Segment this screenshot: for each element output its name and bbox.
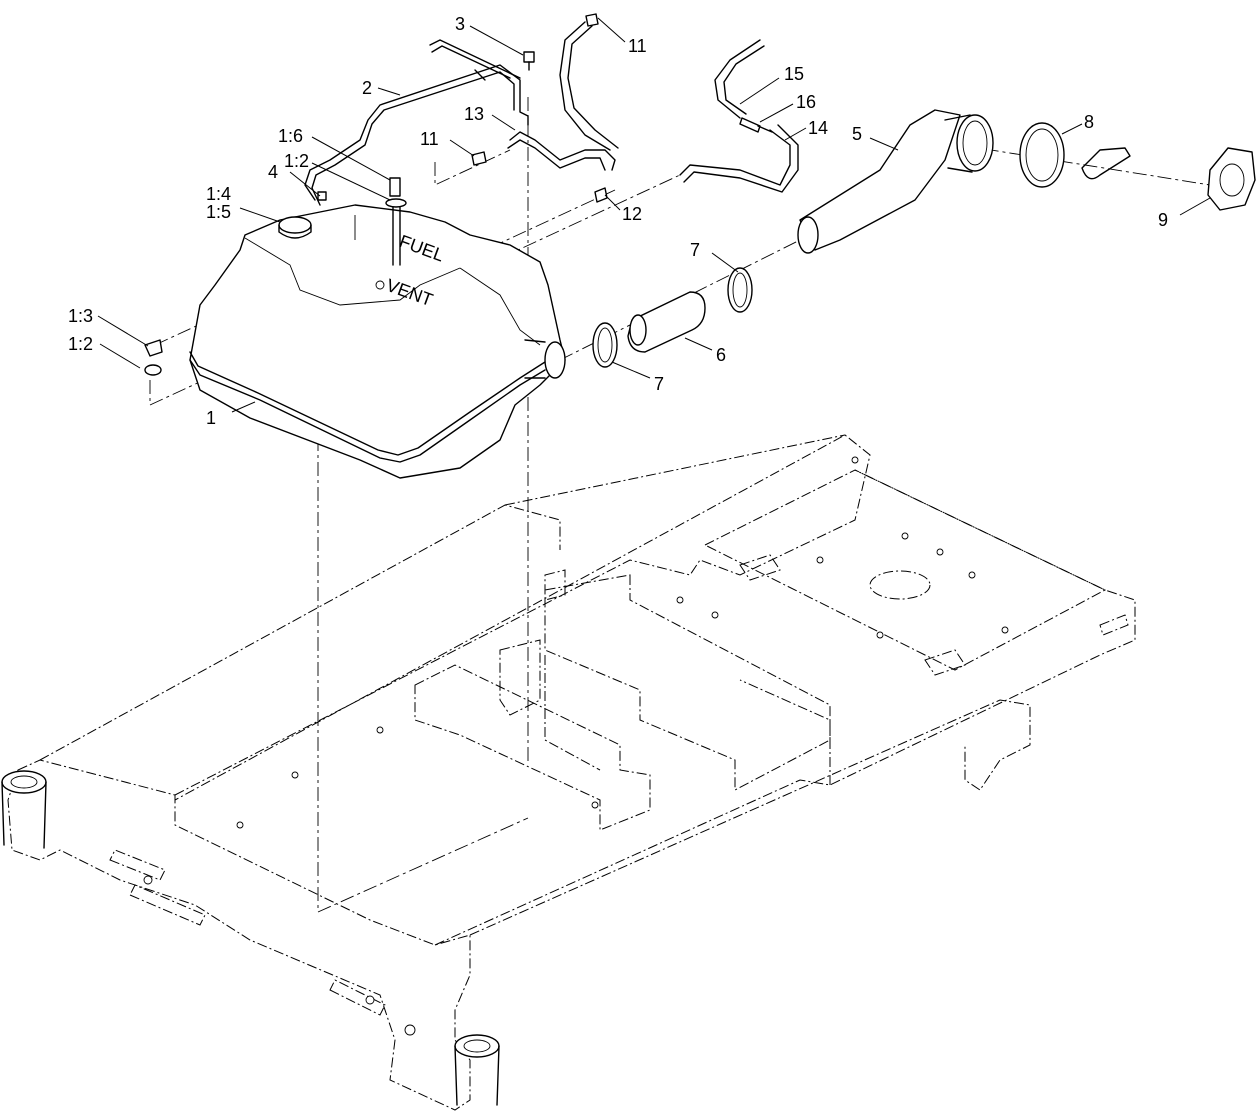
callout-1-6: 1:6 <box>278 126 303 146</box>
hose-clamp-12 <box>594 187 608 203</box>
tube-bracket <box>304 39 529 206</box>
filler-neck-assembly <box>592 109 1256 368</box>
vent-grommet <box>144 364 162 376</box>
callout-4: 4 <box>268 162 278 182</box>
callout-3: 3 <box>455 14 465 34</box>
hose-15 <box>714 39 765 119</box>
callout-1-2-left: 1:2 <box>68 334 93 354</box>
callout-1-4: 1:4 <box>206 184 231 204</box>
cap-tether <box>1081 147 1131 180</box>
filler-gasket-8 <box>1019 122 1065 188</box>
pickup-grommet <box>385 198 407 208</box>
connector-hose-6 <box>627 291 706 353</box>
front-platform <box>703 469 1107 671</box>
callout-1-5-visible: 1:5 <box>206 202 231 222</box>
fittings <box>144 13 608 376</box>
tank-sender-cap <box>278 216 312 234</box>
right-side-rail <box>434 469 1136 946</box>
leader-lines <box>97 17 1211 413</box>
fuel-cap-9 <box>1207 147 1256 211</box>
hose-clamp-7-upper <box>727 267 753 313</box>
callout-1-2-pickup: 1:2 <box>284 151 309 171</box>
hoses <box>507 21 799 193</box>
callout-12: 12 <box>622 204 642 224</box>
callout-13: 13 <box>464 104 484 124</box>
hose-clamp-7-lower <box>592 322 618 368</box>
callout-2: 2 <box>362 78 372 98</box>
hose-clamp-11-lower <box>471 151 487 166</box>
callout-1: 1 <box>206 408 216 428</box>
callout-14: 14 <box>808 118 828 138</box>
left-pivot-tube <box>1 770 47 794</box>
tank-filler-neck <box>544 341 566 379</box>
callout-8: 8 <box>1084 112 1094 132</box>
vent-elbow-fitting <box>144 339 163 357</box>
hose-13 <box>507 131 616 171</box>
callout-7-lower: 7 <box>654 374 664 394</box>
hose-14 <box>679 124 799 193</box>
hose-connector-16 <box>739 117 761 133</box>
callout-11-upper: 11 <box>628 36 647 56</box>
hose-11-long <box>559 21 619 151</box>
hose-end-cap-11-upper <box>585 13 599 27</box>
callout-15: 15 <box>784 64 804 84</box>
callout-1-3: 1:3 <box>68 306 93 326</box>
left-side-rail <box>174 434 871 801</box>
callout-labels: 1 1:2 1:2 1:3 1:4 1:5 1:5 1:6 2 3 4 5 6 … <box>68 14 1168 428</box>
callout-9: 9 <box>1158 210 1168 230</box>
callout-6: 6 <box>716 345 726 365</box>
rear-crossmember <box>7 759 471 1111</box>
bracket-screw <box>317 191 327 201</box>
fuel-tank: FUEL VENT <box>189 204 566 479</box>
right-pivot-tube <box>454 1034 500 1058</box>
callout-11-lower: 11 <box>420 129 439 149</box>
chassis-frame <box>1 434 1136 1111</box>
callout-5: 5 <box>852 124 862 144</box>
callout-7-upper: 7 <box>690 240 700 260</box>
callout-16: 16 <box>796 92 816 112</box>
pickup-tube <box>392 204 401 266</box>
clip-screw <box>523 51 535 63</box>
fuel-tank-body <box>189 204 566 479</box>
filler-pipe-5 <box>799 109 961 251</box>
pickup-elbow <box>389 177 401 197</box>
